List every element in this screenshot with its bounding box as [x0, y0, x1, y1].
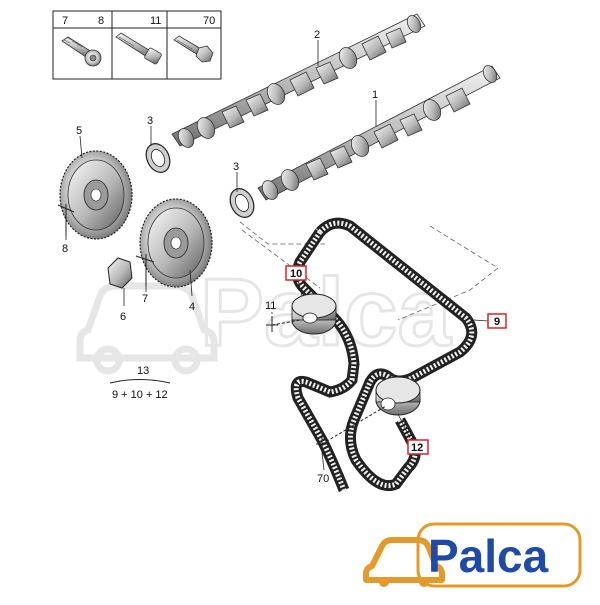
callout-camshaft-rear: 2: [314, 29, 320, 41]
leader-lines: [65, 40, 489, 471]
kit-formula: 9 + 10 + 12: [112, 389, 168, 401]
hardware-box: 7 8 11 70: [52, 10, 222, 80]
highlight-belt: 9: [487, 313, 507, 329]
callout-idler-bolt: 70: [317, 473, 329, 485]
callout-tensioner: 10: [290, 268, 302, 280]
sprocket-left: [59, 150, 133, 240]
palca-logo: Palca: [363, 522, 582, 588]
seal-upper: [145, 143, 171, 173]
kit-number: 13: [137, 365, 149, 377]
sprocket-right: [139, 198, 213, 288]
highlight-tensioner: 10: [285, 265, 307, 281]
camshaft-front: [257, 65, 501, 201]
callout-camshaft-front: 1: [372, 89, 378, 101]
bolt-marker-70: [316, 405, 387, 452]
callout-idler: 12: [411, 442, 423, 454]
callout-belt: 9: [494, 316, 500, 328]
idler-pulley: [375, 376, 421, 416]
callout-seal-lower: 3: [233, 161, 239, 173]
cover-cap: [107, 257, 133, 289]
seal-lower: [229, 188, 255, 218]
camshaft-rear: [171, 13, 426, 148]
hardware-header-11: 11: [150, 15, 161, 27]
bolt-marker-7: [135, 254, 155, 286]
long-bolt-icon: [115, 32, 162, 65]
hex-bolt-icon: [173, 35, 214, 63]
bolt-marker-11: [266, 316, 301, 332]
tensioner-roller: [291, 293, 337, 335]
highlight-idler: 12: [407, 439, 429, 455]
car-icon: [363, 537, 445, 587]
bolt-washer-icon: [61, 36, 102, 67]
bolt-marker-8: [57, 204, 75, 236]
kit-callout: 13 9 + 10 + 12: [109, 365, 171, 401]
hardware-header-70: 70: [203, 15, 215, 27]
watermark: Palca: [76, 258, 453, 375]
callout-sprocket-left: 5: [76, 125, 82, 137]
hardware-header-8: 8: [98, 15, 104, 27]
hardware-header-7: 7: [62, 15, 68, 27]
callout-bolt-7: 7: [142, 293, 148, 305]
callout-cover-6: 6: [120, 311, 126, 323]
callout-sprocket-right: 4: [189, 301, 195, 313]
callout-tensioner-bolt: 11: [265, 300, 276, 312]
logo-text: Palca: [428, 530, 549, 582]
callout-seal-upper: 3: [147, 115, 153, 127]
callout-bolt-8: 8: [62, 243, 68, 255]
